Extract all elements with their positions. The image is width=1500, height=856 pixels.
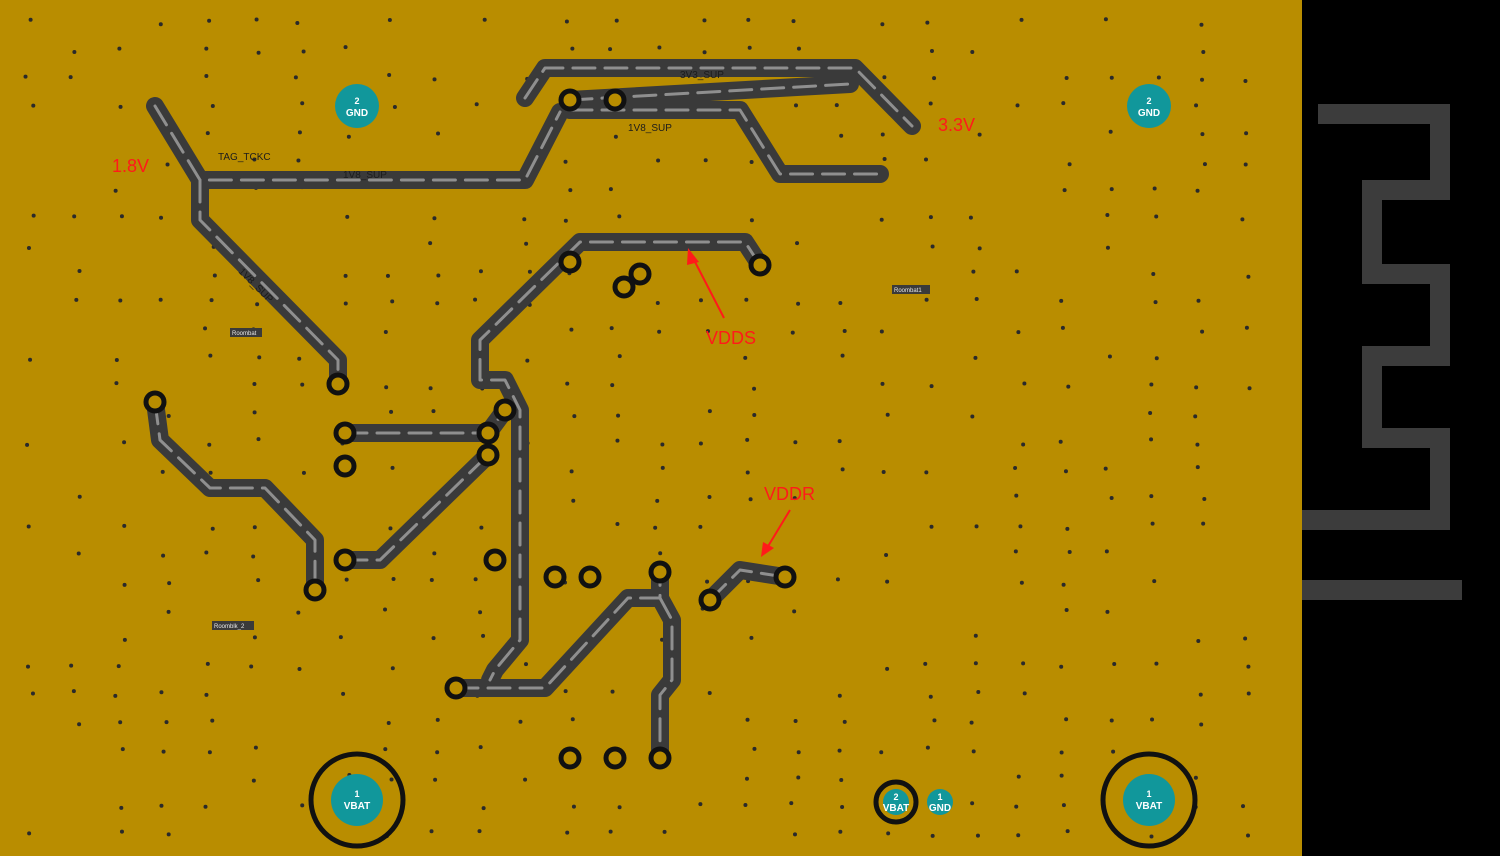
net-label-1v8-mid: 1V8_SUP [628,123,672,134]
pad-vbat-small: 2 VBAT [883,789,909,815]
pad-gnd-small: 1 GND [927,789,953,815]
pad-vbat-right: 1 VBAT [1123,774,1175,826]
svg-text:1: 1 [354,789,359,799]
refdes-r3: Roomblk_2 [212,621,254,630]
meander-antenna [1302,104,1450,530]
pad-gnd-left: 2 GND [335,84,379,128]
svg-text:2: 2 [893,792,898,802]
svg-text:GND: GND [1138,108,1160,119]
refdes-r2: Roombat1 [892,285,930,294]
net-label-3v3: 3V3_SUP [680,70,724,81]
refdes-r1: Roombat [230,328,262,337]
pad-vbat-left: 1 VBAT [331,774,383,826]
svg-text:2: 2 [1146,96,1151,106]
svg-text:Roomblk_2: Roomblk_2 [214,624,245,630]
annotation-vddr: VDDR [764,484,815,504]
svg-text:Roombat: Roombat [232,331,257,337]
annotation-arrows [687,248,791,557]
net-label-1v8-left: 1V8_SUP [343,170,387,181]
pad-gnd-right: 2 GND [1127,84,1171,128]
svg-text:GND: GND [346,108,368,119]
svg-text:GND: GND [929,803,951,814]
svg-text:Roombat1: Roombat1 [894,288,922,294]
svg-text:1: 1 [937,792,942,802]
annotation-1v8: 1.8V [112,156,149,176]
net-label-jtag: TAG_TCKC [218,152,271,163]
through-hole-vias [143,88,797,770]
battery-contact-rings [308,751,1198,849]
svg-text:VBAT: VBAT [1136,801,1162,812]
annotation-vdds: VDDS [706,328,756,348]
annotation-3v3: 3.3V [938,115,975,135]
svg-text:VBAT: VBAT [883,803,909,814]
svg-text:1: 1 [1146,789,1151,799]
svg-text:VBAT: VBAT [344,801,370,812]
svg-text:2: 2 [354,96,359,106]
